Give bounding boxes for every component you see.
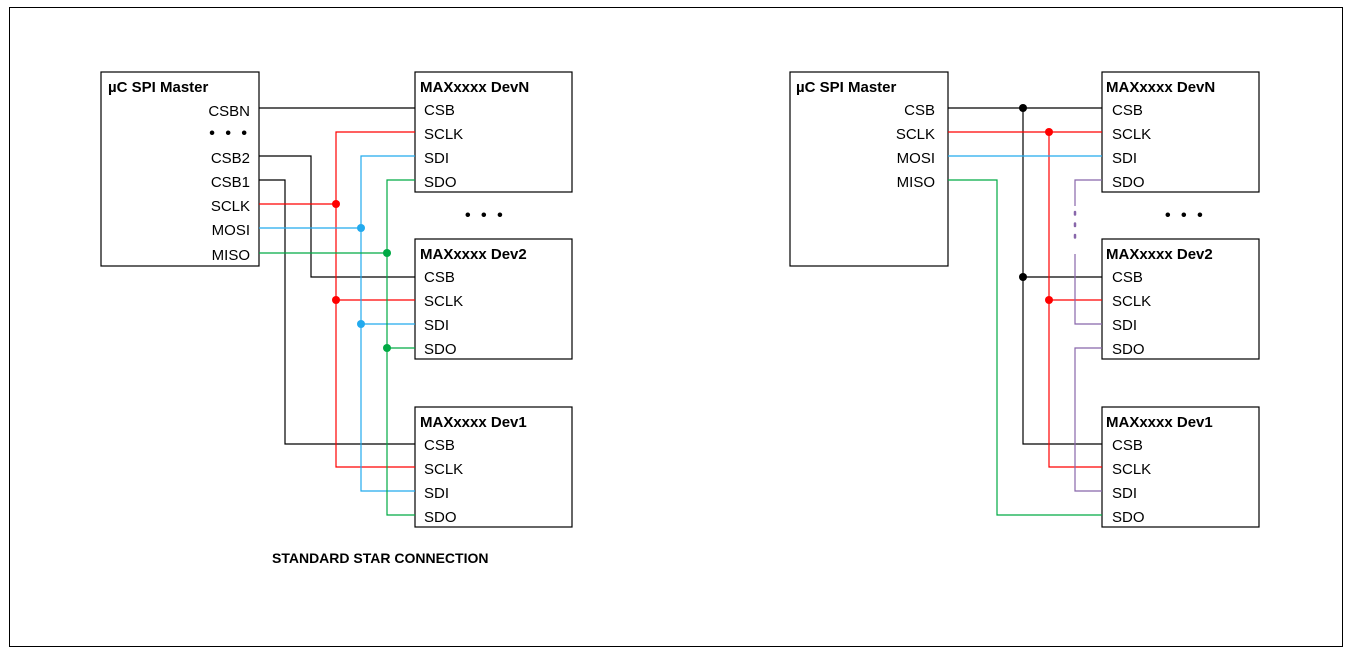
chain-dev1-pin-sdi: SDI [1112,485,1137,502]
chain-master-pin-sclk: SCLK [896,126,935,143]
chain-device-ellipsis: • • • [1165,207,1206,224]
star-dev2-pin-csb: CSB [424,269,455,286]
star-dev1-pin-sdo: SDO [424,509,457,526]
star-device-2: MAXxxxx Dev2 CSB SCLK SDI SDO [414,238,573,360]
star-wire-csb2 [259,155,415,278]
chain-junction-csb-a [1019,104,1027,112]
chain-master-block: µC SPI Master CSB SCLK MOSI MISO [789,71,949,267]
star-device-ellipsis: • • • [465,207,506,224]
star-master-block: µC SPI Master CSBN • • • CSB2 CSB1 SCLK … [100,71,260,267]
star-dev2-title: MAXxxxx Dev2 [420,246,527,263]
star-devn-pin-csb: CSB [424,102,455,119]
chain-link-dev2-sdi [1074,254,1102,325]
star-devn-pin-sclk: SCLK [424,126,463,143]
star-devn-title: MAXxxxx DevN [420,79,529,96]
star-master-pin-sclk: SCLK [211,198,250,215]
star-master-title: µC SPI Master [108,79,209,96]
chain-junction-sclk-a [1045,128,1053,136]
chain-wire-sclk-bus [1048,132,1102,468]
chain-connection: µC SPI Master CSB SCLK MOSI MISO MAXxxxx… [789,71,1260,528]
star-dev2-pin-sclk: SCLK [424,293,463,310]
chain-devn-pin-sdo: SDO [1112,174,1145,191]
star-devn-pin-sdi: SDI [424,150,449,167]
chain-dev1-title: MAXxxxx Dev1 [1106,414,1213,431]
star-junction-sclk-b [332,296,340,304]
chain-dev1-pin-sclk: SCLK [1112,461,1151,478]
spi-diagram: µC SPI Master CSBN • • • CSB2 CSB1 SCLK … [100,71,1260,566]
chain-link-dev2-dev1 [1074,347,1102,492]
star-master-pin-csb1: CSB1 [211,174,250,191]
chain-device-1: MAXxxxx Dev1 CSB SCLK SDI SDO [1101,406,1260,528]
chain-devn-pin-sdi: SDI [1112,150,1137,167]
chain-devn-pin-csb: CSB [1112,102,1143,119]
chain-dev2-pin-csb: CSB [1112,269,1143,286]
star-master-pin-ellipsis: • • • [209,125,250,142]
chain-dev2-pin-sdi: SDI [1112,317,1137,334]
chain-devn-pin-sclk: SCLK [1112,126,1151,143]
chain-wire-miso [948,179,1102,516]
chain-master-pin-miso: MISO [897,174,935,191]
chain-dev2-pin-sclk: SCLK [1112,293,1151,310]
star-master-pin-csb2: CSB2 [211,150,250,167]
star-dev1-pin-sdi: SDI [424,485,449,502]
star-dev1-title: MAXxxxx Dev1 [420,414,527,431]
chain-dev1-pin-csb: CSB [1112,437,1143,454]
star-caption: STANDARD STAR CONNECTION [272,550,488,566]
chain-junction-csb-b [1019,273,1027,281]
star-device-n: MAXxxxx DevN CSB SCLK SDI SDO [414,71,573,193]
chain-dev2-pin-sdo: SDO [1112,341,1145,358]
star-device-1: MAXxxxx Dev1 CSB SCLK SDI SDO [414,406,573,528]
chain-device-n: MAXxxxx DevN CSB SCLK SDI SDO [1101,71,1260,193]
chain-dev2-title: MAXxxxx Dev2 [1106,246,1213,263]
chain-devn-title: MAXxxxx DevN [1106,79,1215,96]
star-dev1-pin-sclk: SCLK [424,461,463,478]
chain-master-pin-csb: CSB [904,102,935,119]
star-master-pin-mosi: MOSI [212,222,250,239]
star-devn-pin-sdo: SDO [424,174,457,191]
star-junction-sclk-a [332,200,340,208]
star-junction-sdo-b [383,344,391,352]
star-dev2-pin-sdo: SDO [424,341,457,358]
star-dev2-pin-sdi: SDI [424,317,449,334]
star-dev1-pin-csb: CSB [424,437,455,454]
star-junction-sdo-a [383,249,391,257]
star-wire-csb1 [259,179,415,445]
chain-junction-sclk-b [1045,296,1053,304]
chain-device-2: MAXxxxx Dev2 CSB SCLK SDI SDO [1101,238,1260,360]
star-master-pin-csbn: CSBN [208,103,250,120]
star-junction-sdi-a [357,224,365,232]
chain-master-pin-mosi: MOSI [897,150,935,167]
chain-dev1-pin-sdo: SDO [1112,509,1145,526]
chain-master-title: µC SPI Master [796,79,897,96]
star-connection: µC SPI Master CSBN • • • CSB2 CSB1 SCLK … [100,71,573,566]
star-master-pin-miso: MISO [212,247,250,264]
chain-link-devn-sdo [1074,179,1102,206]
chain-wire-csb-bus [1022,108,1102,445]
star-junction-sdi-b [357,320,365,328]
